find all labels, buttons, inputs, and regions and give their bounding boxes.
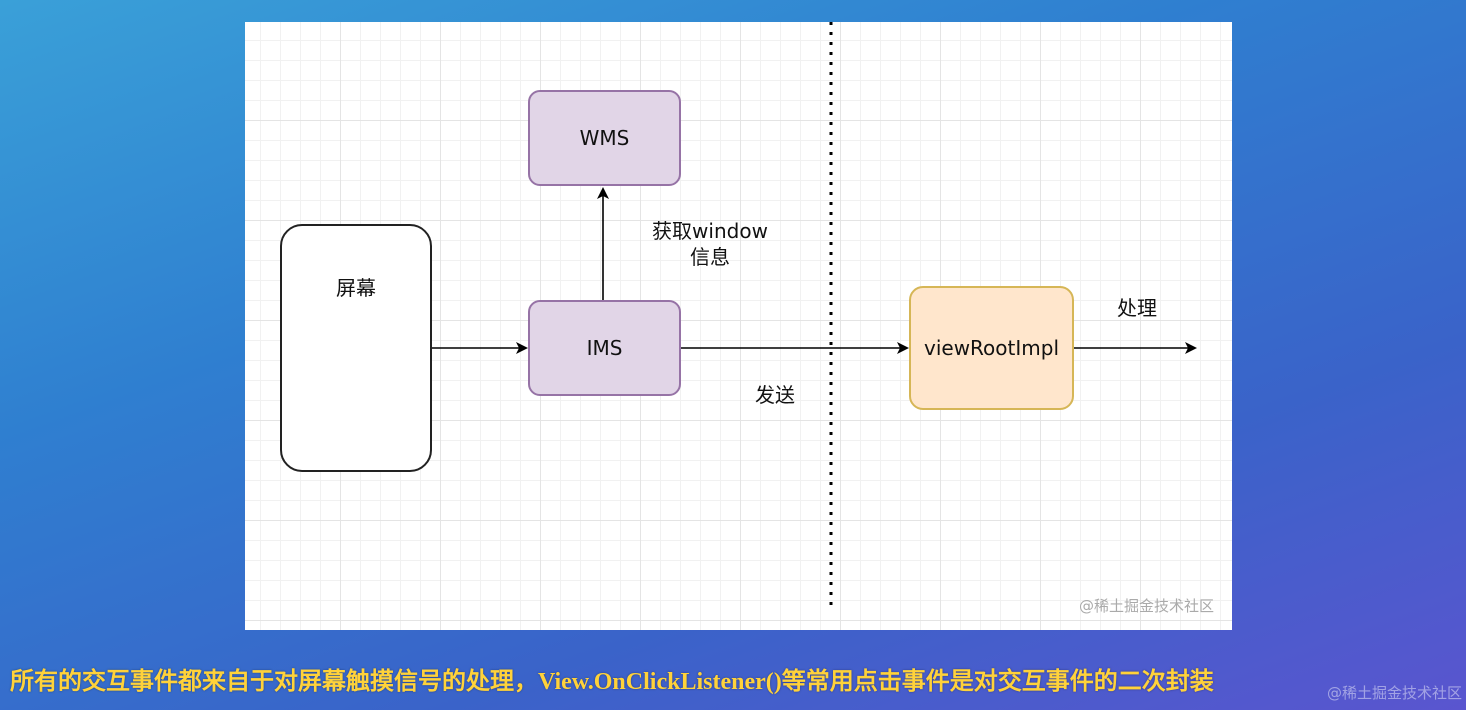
- diagram-edges: [432, 22, 1197, 612]
- wms-node-label: WMS: [579, 126, 630, 150]
- wms-node: WMS: [528, 90, 681, 186]
- ims-node-label: IMS: [586, 336, 623, 360]
- slide-caption: 所有的交互事件都来自于对屏幕触摸信号的处理，View.OnClickListen…: [10, 669, 1214, 695]
- get-window-info-line1: 获取window: [652, 219, 768, 243]
- screen-node-label: 屏幕: [336, 276, 376, 300]
- send-label: 发送: [755, 383, 795, 407]
- viewrootimpl-node: viewRootImpl: [909, 286, 1074, 410]
- diagram-canvas: 屏幕 WMS IMS viewRootImpl 获取window 信息 发送 处…: [245, 22, 1232, 630]
- get-window-info-line2: 信息: [690, 245, 730, 269]
- ims-node: IMS: [528, 300, 681, 396]
- screen-node: 屏幕: [280, 224, 432, 472]
- corner-watermark: @稀土掘金技术社区: [1326, 684, 1462, 702]
- diagram-watermark: @稀土掘金技术社区: [1078, 597, 1214, 615]
- viewrootimpl-node-label: viewRootImpl: [924, 336, 1059, 360]
- handle-label: 处理: [1117, 296, 1157, 320]
- get-window-info-label: 获取window 信息: [640, 218, 780, 270]
